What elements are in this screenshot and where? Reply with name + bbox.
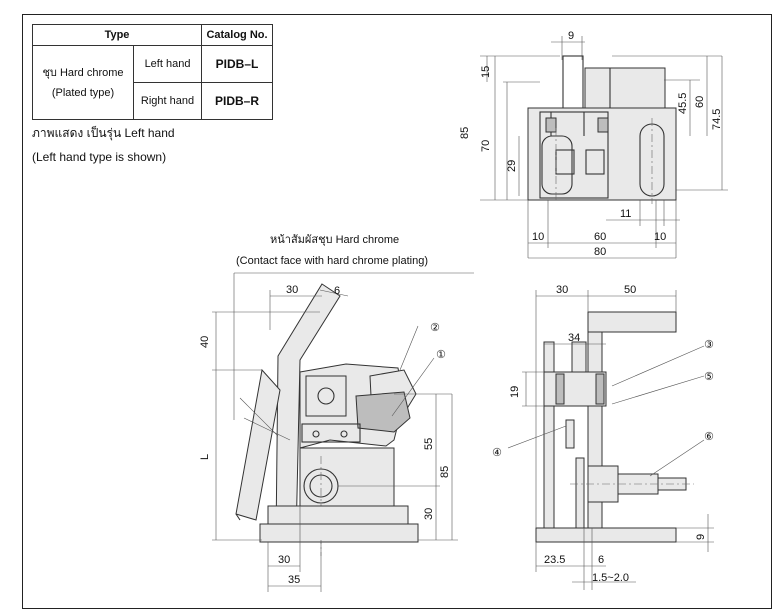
hand-cell: Right hand: [133, 82, 202, 120]
callout-5: ⑤: [704, 371, 714, 383]
dim-19: 19: [509, 386, 521, 398]
dim-85: 85: [459, 127, 471, 139]
dim-30-top: 30: [286, 284, 298, 296]
dim-45-5: 45.5: [677, 93, 689, 114]
dim-15: 15: [480, 66, 492, 78]
contact-face-thai: หน้าสัมผัสชุบ Hard chrome: [270, 234, 399, 246]
dim-34: 34: [568, 332, 580, 344]
finish-line2: (Plated type): [51, 86, 115, 99]
dim-11: 11: [620, 208, 631, 220]
callout-4: ④: [492, 447, 502, 459]
finish-line1: ชุบ Hard chrome: [42, 66, 124, 79]
dim-30-vert: 30: [423, 508, 435, 520]
dim-10-right: 10: [654, 231, 666, 243]
front-view: 30 6 40 L 55 85 30 30 35 ② ①: [199, 283, 458, 592]
dim-23-5: 23.5: [544, 554, 565, 566]
top-view: 9 85 15 70 29 45.5 60 74.5: [459, 30, 728, 259]
dim-60-horiz: 60: [594, 231, 606, 243]
dim-6-side: 6: [598, 554, 604, 566]
header-catalog: Catalog No.: [201, 24, 273, 46]
callout-6: ⑥: [704, 431, 714, 443]
dim-6: 6: [334, 285, 340, 297]
catalog-cell: PIDB–R: [201, 82, 273, 120]
dim-74-5: 74.5: [711, 109, 723, 130]
dim-55: 55: [423, 438, 435, 450]
catalog-cell: PIDB–L: [201, 45, 273, 83]
callout-2: ②: [430, 322, 440, 334]
dim-1-5-2-0: 1.5~2.0: [592, 572, 629, 584]
contact-face-en: (Contact face with hard chrome plating): [236, 255, 428, 267]
dim-29: 29: [506, 160, 518, 172]
callout-3: ③: [704, 339, 714, 351]
table-row: Right hand PIDB–R: [33, 82, 273, 120]
dim-L: L: [199, 454, 211, 460]
hand-cell: Left hand: [133, 45, 202, 83]
dim-70: 70: [480, 140, 492, 152]
dim-9: 9: [568, 30, 574, 42]
dim-60-vert: 60: [694, 96, 706, 108]
dim-10-left: 10: [532, 231, 544, 243]
side-view: 30 50 34 19 9 23.5 6 1.5~2.0 ③ ⑤ ④ ⑥: [492, 284, 714, 590]
dim-40: 40: [199, 336, 211, 348]
dim-80: 80: [594, 246, 606, 258]
drawing-frame: [22, 14, 772, 609]
dim-30-side: 30: [556, 284, 568, 296]
note-shown-en: (Left hand type is shown): [32, 150, 167, 164]
dim-50: 50: [624, 284, 636, 296]
spec-table: Type Catalog No. ชุบ Hard chrome (Plated…: [32, 24, 273, 120]
dim-9-side: 9: [695, 534, 707, 540]
dim-35: 35: [288, 574, 300, 586]
callout-1: ①: [436, 349, 446, 361]
dim-30-bottom: 30: [278, 554, 290, 566]
dim-85-front: 85: [439, 466, 451, 478]
note-shown-thai: ภาพแสดง เป็นรุ่น Left hand: [32, 126, 175, 140]
